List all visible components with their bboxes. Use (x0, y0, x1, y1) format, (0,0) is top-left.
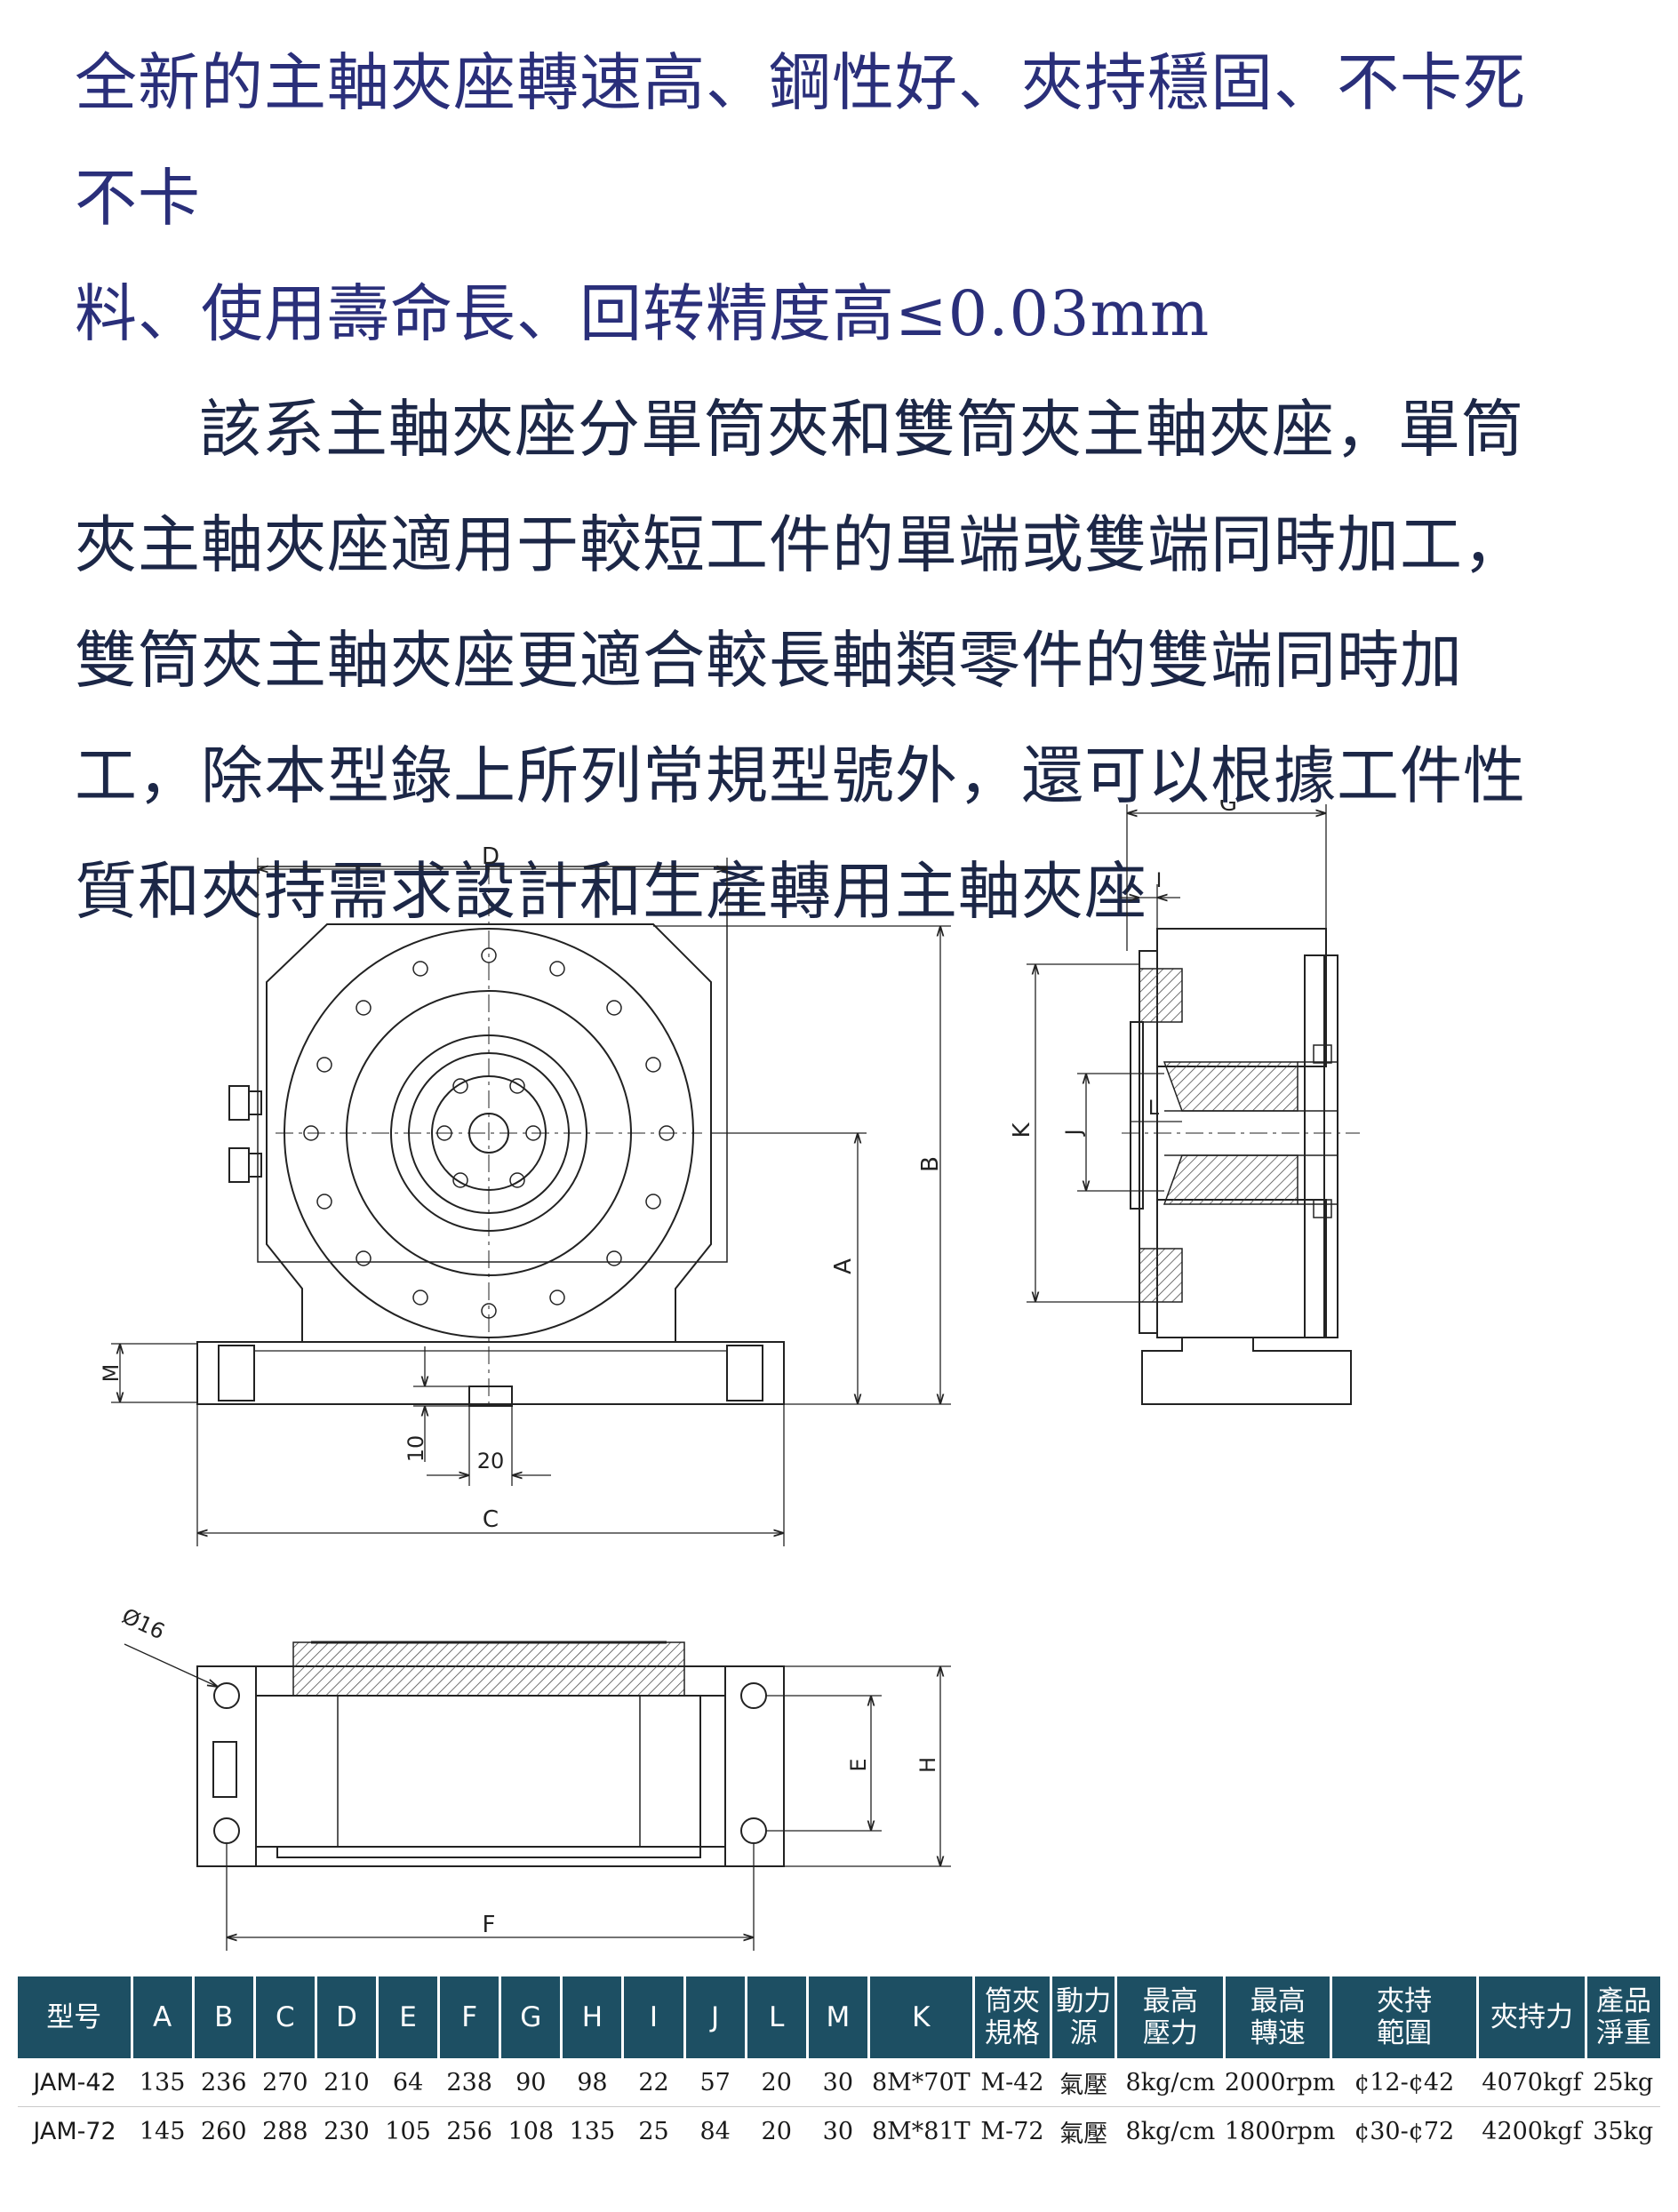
table-cell: 30 (822, 2117, 854, 2145)
header-cell: C (254, 1976, 317, 2058)
table-cell: 236 (193, 2058, 255, 2107)
table-cell: 135 (132, 2058, 194, 2107)
table-cell: 2000rpm (1224, 2058, 1335, 2107)
header-cell: G (499, 1976, 563, 2058)
header-cell: 最高轉速 (1224, 1976, 1333, 2058)
dim-label-A: A (830, 1258, 857, 1274)
table-cell: JAM-42 (18, 2058, 132, 2107)
table-cell: 8kg/cm (1115, 2058, 1225, 2107)
header-cell: F (438, 1976, 502, 2058)
table-cell: 25 (638, 2117, 669, 2145)
table-cell: 4070kgf (1477, 2058, 1586, 2107)
dim-label-L: L (1148, 1098, 1160, 1120)
dim-label-20: 20 (477, 1449, 505, 1473)
dim-label-K: K (1009, 1122, 1035, 1138)
side-view-dimensions (1027, 804, 1327, 1303)
dim-label-F: F (483, 1912, 496, 1938)
table-row: JAM-72 145 260 288 230 105 256 108 135 2… (18, 2107, 1660, 2156)
table-cell: 8M*81T (871, 2117, 971, 2145)
table-cell: 135 (569, 2117, 616, 2145)
table-cell: 20 (746, 2058, 808, 2107)
table-cell: 64 (377, 2058, 439, 2107)
table-cell: 105 (385, 2117, 431, 2145)
spec-header-row: 型号 A B C D E F G H I J L M K 筒夾規格 動力源 最高… (18, 1976, 1660, 2058)
dim-label-J: J (1061, 1129, 1086, 1137)
header-cell: J (684, 1976, 747, 2058)
header-cell: 夾持範圍 (1330, 1976, 1479, 2058)
table-row: JAM-42 135 236 270 210 64 238 90 98 22 5… (18, 2058, 1660, 2107)
header-cell: 動力源 (1051, 1976, 1118, 2058)
header-cell: B (193, 1976, 256, 2058)
top-view-dimensions (124, 1643, 951, 1951)
intro-paragraph-2: 該系主軸夾座分單筒夾和雙筒夾主軸夾座，單筒夾主軸夾座適用于較短工件的單端或雙端同… (75, 393, 1526, 928)
table-cell: 288 (262, 2117, 308, 2145)
table-cell: 230 (324, 2117, 370, 2145)
spec-table: 型号 A B C D E F G H I J L M K 筒夾規格 動力源 最高… (18, 1976, 1660, 2155)
header-cell: I (622, 1976, 686, 2058)
table-cell: 270 (254, 2058, 316, 2107)
table-cell: ¢12-¢42 (1330, 2058, 1478, 2107)
table-cell: 8M*70T (868, 2058, 974, 2107)
table-cell: 108 (507, 2117, 555, 2145)
table-cell: ¢30-¢72 (1354, 2117, 1455, 2145)
header-cell: 最高壓力 (1115, 1976, 1227, 2058)
intro-text: 全新的主軸夾座轉速高、鋼性好、夾持穩固、不卡死不卡 料、使用壽命長、回转精度高≤… (75, 25, 1568, 949)
header-cell: M (807, 1976, 870, 2058)
side-view (1122, 928, 1360, 1405)
table-cell: 氣壓 (1059, 2120, 1108, 2148)
table-cell: 35kg (1593, 2117, 1654, 2145)
table-cell: 145 (139, 2117, 186, 2145)
header-cell: 筒夾規格 (973, 1976, 1053, 2058)
header-cell: L (746, 1976, 809, 2058)
table-cell: 98 (561, 2058, 623, 2107)
dim-label-E: E (846, 1758, 871, 1771)
header-cell: K (868, 1976, 975, 2058)
header-cell: 型号 (18, 1976, 133, 2058)
table-cell: 256 (446, 2117, 492, 2145)
dim-label-C: C (483, 1506, 499, 1533)
technical-drawings: D B A C M 10 20 (99, 800, 1360, 1951)
intro-line-2: 料、使用壽命長、回转精度高≤0.03mm (75, 277, 1211, 350)
table-cell: M-72 (980, 2117, 1044, 2145)
top-view (196, 1641, 785, 1867)
table-cell: 20 (761, 2117, 792, 2145)
table-cell: 8kg/cm (1125, 2117, 1216, 2145)
table-cell: 84 (699, 2117, 731, 2145)
table-cell: 210 (316, 2058, 378, 2107)
table-cell: 1800rpm (1224, 2117, 1336, 2145)
header-cell: 產品淨重 (1586, 1976, 1660, 2058)
dim-label-G: G (1219, 800, 1237, 817)
dim-label-B: B (917, 1156, 944, 1172)
dim-label-10: 10 (404, 1435, 428, 1463)
table-cell: M-42 (973, 2058, 1051, 2107)
table-cell: 氣壓 (1051, 2058, 1116, 2107)
table-cell: 30 (807, 2058, 869, 2107)
intro-line-1: 全新的主軸夾座轉速高、鋼性好、夾持穩固、不卡死不卡 (75, 46, 1526, 235)
front-view-dimensions (111, 858, 951, 1546)
table-cell: 238 (438, 2058, 500, 2107)
dim-label-D: D (482, 843, 499, 870)
table-cell: 22 (622, 2058, 685, 2107)
front-view (196, 866, 785, 1407)
header-cell: D (316, 1976, 380, 2058)
table-cell: 57 (684, 2058, 747, 2107)
header-cell: E (377, 1976, 441, 2058)
header-cell: H (561, 1976, 625, 2058)
dim-label-dia16: Ø16 (118, 1603, 169, 1644)
dim-label-I: I (1156, 870, 1163, 892)
table-cell: 4200kgf (1482, 2117, 1582, 2145)
table-cell: 90 (499, 2058, 562, 2107)
table-cell: 260 (200, 2117, 247, 2145)
dim-label-H: H (915, 1757, 940, 1773)
table-cell: 25kg (1586, 2058, 1660, 2107)
dim-label-M: M (99, 1364, 124, 1383)
header-cell: A (132, 1976, 195, 2058)
header-cell: 夾持力 (1477, 1976, 1587, 2058)
table-cell: JAM-72 (33, 2117, 116, 2145)
